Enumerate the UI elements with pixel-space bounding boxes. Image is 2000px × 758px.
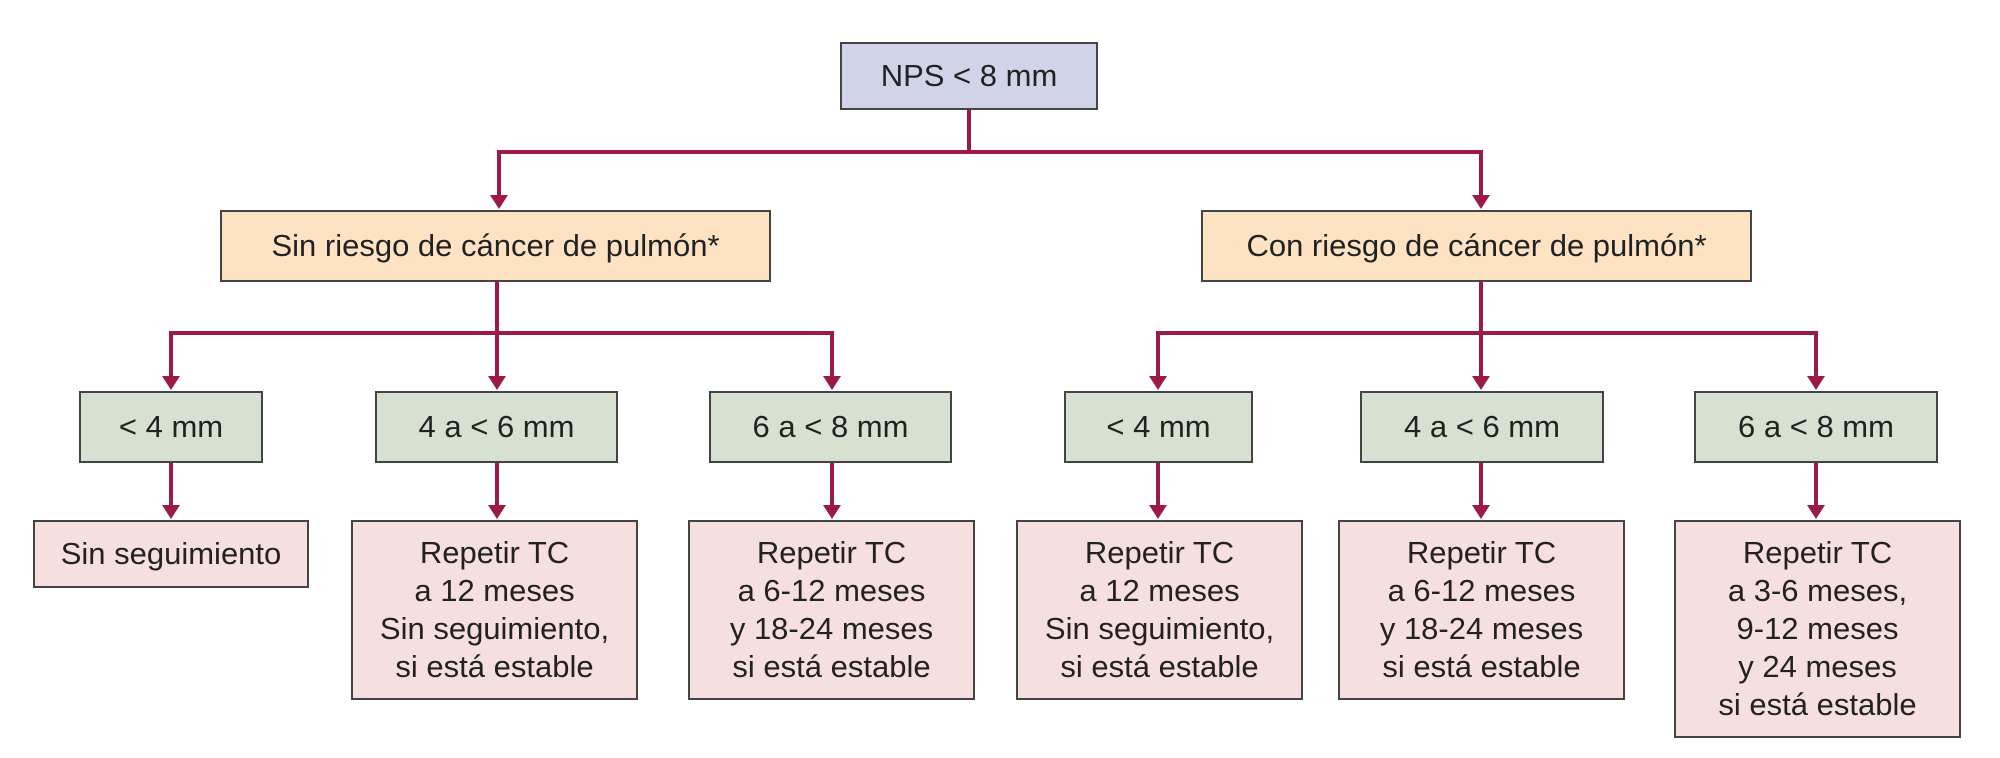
size-node: 4 a < 6 mm — [1360, 391, 1604, 463]
action-label: Repetir TC a 12 meses Sin seguimiento, s… — [1044, 535, 1275, 684]
size-label: < 4 mm — [118, 409, 224, 444]
action-node: Repetir TC a 12 meses Sin seguimiento, s… — [351, 520, 638, 700]
arrowhead — [1807, 376, 1825, 390]
arrowhead — [1149, 376, 1167, 390]
action-label: Repetir TC a 6-12 meses y 18-24 meses si… — [1379, 535, 1584, 684]
arrowhead — [1149, 505, 1167, 519]
arrowhead — [823, 505, 841, 519]
arrowhead — [1472, 195, 1490, 209]
size-node: < 4 mm — [1064, 391, 1253, 463]
risk-label: Con riesgo de cáncer de pulmón* — [1246, 228, 1707, 263]
arrowhead — [488, 376, 506, 390]
risk-label: Sin riesgo de cáncer de pulmón* — [271, 228, 720, 263]
action-label: Repetir TC a 12 meses Sin seguimiento, s… — [379, 535, 610, 684]
size-label: < 4 mm — [1106, 409, 1211, 444]
arrowhead — [162, 505, 180, 519]
size-node: 6 a < 8 mm — [709, 391, 952, 463]
size-node: 6 a < 8 mm — [1694, 391, 1938, 463]
arrowhead — [1807, 505, 1825, 519]
size-node: < 4 mm — [79, 391, 263, 463]
size-label: 6 a < 8 mm — [752, 409, 909, 444]
arrowhead — [490, 195, 508, 209]
action-node: Repetir TC a 6-12 meses y 18-24 meses si… — [688, 520, 975, 700]
action-node: Sin seguimiento — [33, 520, 309, 588]
size-label: 4 a < 6 mm — [1404, 409, 1560, 444]
risk-node-with-risk: Con riesgo de cáncer de pulmón* — [1201, 210, 1752, 282]
action-label: Repetir TC a 6-12 meses y 18-24 meses si… — [729, 535, 934, 684]
size-label: 6 a < 8 mm — [1738, 409, 1894, 444]
arrowhead — [1472, 505, 1490, 519]
size-node: 4 a < 6 mm — [375, 391, 618, 463]
action-node: Repetir TC a 12 meses Sin seguimiento, s… — [1016, 520, 1303, 700]
arrowhead — [162, 376, 180, 390]
root-node: NPS < 8 mm — [840, 42, 1098, 110]
arrowhead — [488, 505, 506, 519]
arrowhead — [823, 376, 841, 390]
root-label: NPS < 8 mm — [880, 58, 1058, 93]
action-label: Repetir TC a 3-6 meses, 9-12 meses y 24 … — [1718, 535, 1917, 722]
action-node: Repetir TC a 3-6 meses, 9-12 meses y 24 … — [1674, 520, 1961, 738]
action-node: Repetir TC a 6-12 meses y 18-24 meses si… — [1338, 520, 1625, 700]
action-label: Sin seguimiento — [60, 536, 282, 571]
size-label: 4 a < 6 mm — [418, 409, 575, 444]
risk-node-no-risk: Sin riesgo de cáncer de pulmón* — [220, 210, 771, 282]
arrowhead — [1472, 376, 1490, 390]
